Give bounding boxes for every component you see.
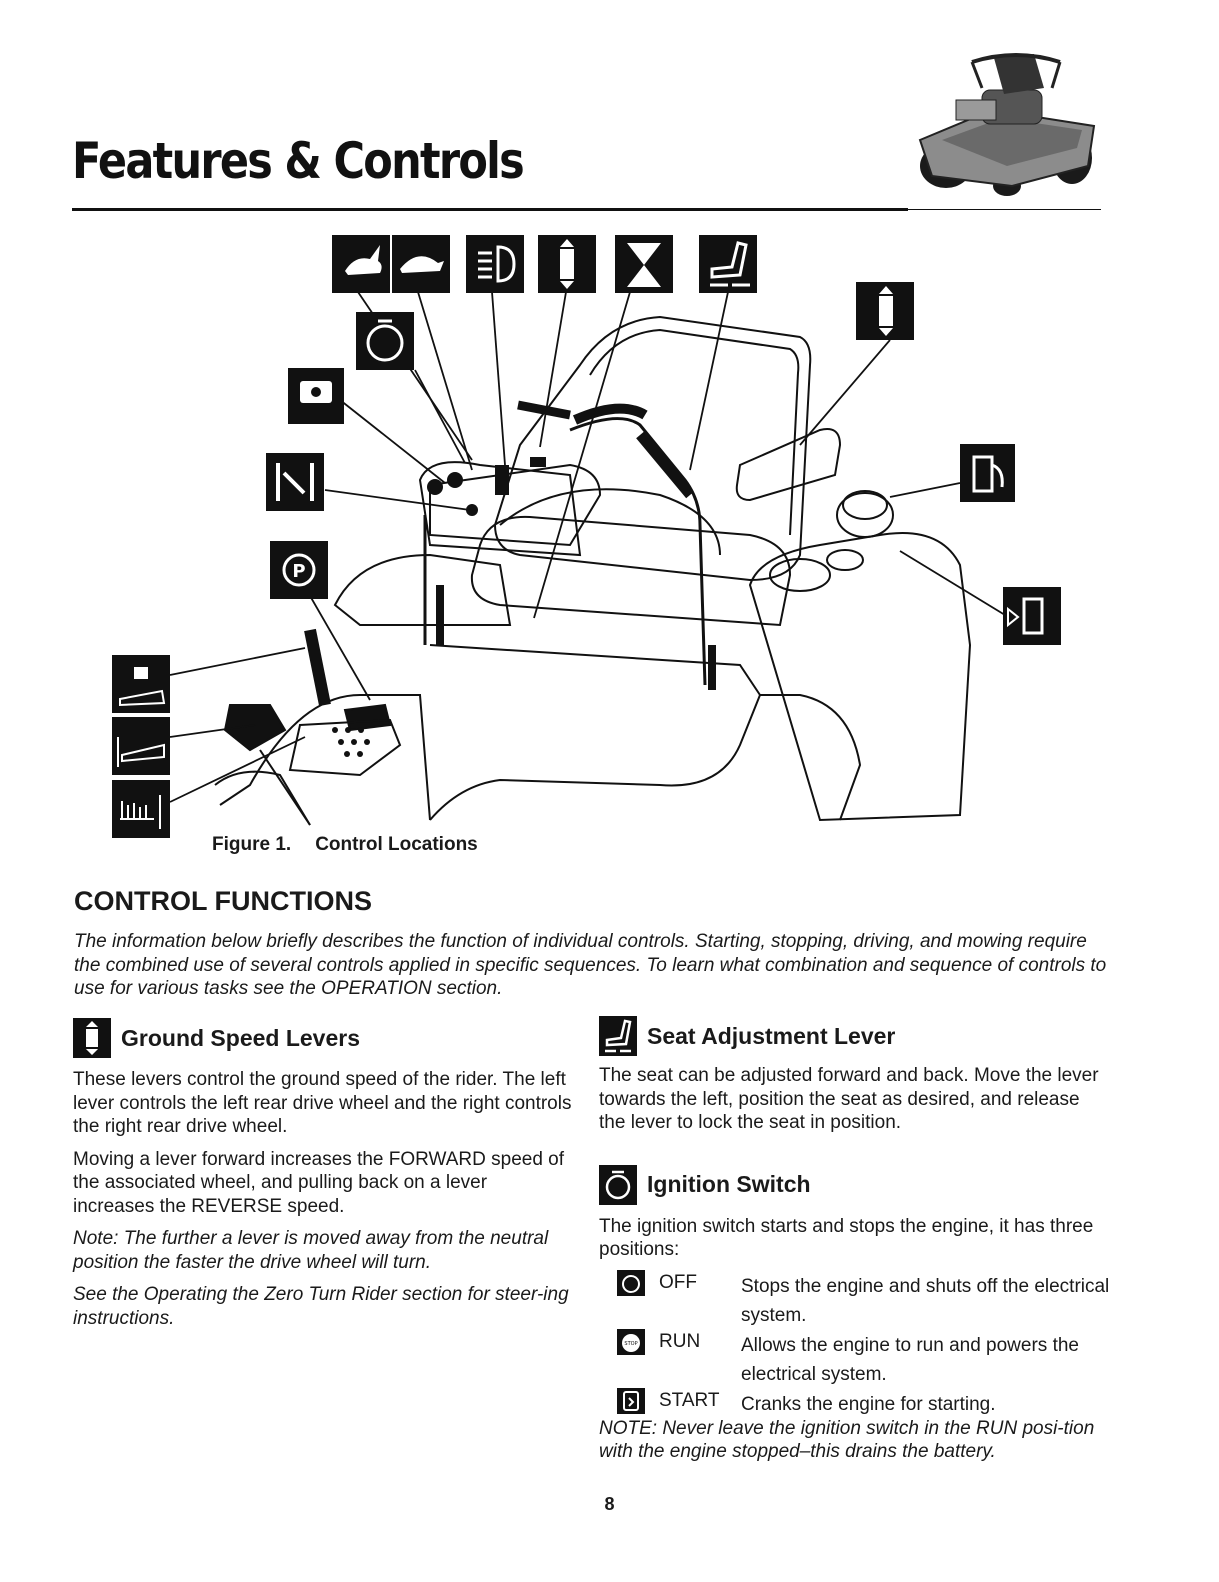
title-rule (72, 208, 908, 211)
seat-title: Seat Adjustment Lever (647, 1022, 896, 1049)
ignition-position-run: STOP RUN Allows the engine to run and po… (599, 1327, 1109, 1386)
ground-speed-icon (73, 1018, 111, 1058)
ignition-p1: The ignition switch starts and stops the… (599, 1215, 1094, 1261)
ignition-note: NOTE: Never leave the ignition switch in… (599, 1417, 1095, 1463)
position-description: Stops the engine and shuts off the elect… (741, 1275, 1110, 1326)
position-description: Allows the engine to run and powers the … (741, 1334, 1079, 1385)
ground-speed-see: See the Operating the Zero Turn Rider se… (73, 1284, 569, 1329)
svg-text:P: P (292, 561, 305, 582)
position-name: RUN (659, 1330, 701, 1352)
position-name: OFF (659, 1271, 697, 1293)
fuel-fill-icon (1003, 587, 1061, 645)
ground-speed-title: Ground Speed Levers (121, 1024, 361, 1051)
seat-adjust-icon (699, 235, 757, 293)
ground-speed-icon-right (856, 282, 914, 340)
seat-heading: Seat Adjustment Lever (599, 1016, 1109, 1056)
mower-illustration (918, 53, 1096, 196)
run-icon-text: STOP (624, 1341, 637, 1347)
run-icon: STOP (617, 1328, 645, 1355)
hourglass-icon (615, 235, 673, 293)
seat-p1: The seat can be adjusted forward and bac… (599, 1065, 1099, 1133)
ground-speed-p2: Moving a lever forward increases the FOR… (73, 1148, 565, 1217)
position-description: Cranks the engine for starting. (741, 1393, 996, 1415)
figure-title: Control Locations (315, 834, 478, 855)
ground-speed-section: Ground Speed Levers These levers control… (73, 1018, 573, 1330)
pto-icon (288, 368, 344, 424)
ignition-position-start: START Cranks the engine for starting. (599, 1386, 1109, 1415)
control-functions-heading: CONTROL FUNCTIONS (74, 886, 372, 916)
rabbit-icon (332, 235, 390, 293)
ignition-positions: OFF Stops the engine and shuts off the e… (599, 1268, 1109, 1415)
ignition-heading: Ignition Switch (599, 1164, 1109, 1205)
parking-brake-icon: P (270, 541, 328, 599)
ignition-title: Ignition Switch (647, 1171, 811, 1197)
ignition-icon (356, 312, 414, 370)
ignition-position-off: OFF Stops the engine and shuts off the e… (599, 1268, 1109, 1327)
ground-speed-p1: These levers control the ground speed of… (73, 1069, 572, 1137)
page-title: Features & Controls (72, 132, 525, 190)
control-functions-intro: The information below briefly describes … (74, 931, 1107, 999)
figure-number: Figure 1. (212, 834, 292, 855)
control-locations-figure: P (112, 235, 1061, 838)
cutting-height-icon (112, 780, 170, 838)
page-number: 8 (604, 1494, 615, 1514)
ignition-icon (599, 1164, 637, 1205)
deck-lift-icon (112, 717, 170, 775)
choke-icon (266, 453, 324, 511)
turtle-icon (392, 235, 450, 293)
ground-speed-heading: Ground Speed Levers (73, 1018, 573, 1058)
headlight-icon (466, 235, 524, 293)
fuel-gauge-icon (960, 444, 1015, 502)
deck-lock-icon (112, 655, 170, 713)
ground-speed-icon (538, 235, 596, 293)
right-column: Seat Adjustment Lever The seat can be ad… (599, 1016, 1109, 1464)
title-rule-extension (908, 209, 1101, 210)
start-icon (617, 1387, 645, 1414)
seat-adjust-icon (599, 1016, 637, 1056)
ground-speed-note: Note: The further a lever is moved away … (73, 1228, 549, 1273)
position-name: START (659, 1389, 720, 1411)
off-icon (617, 1269, 645, 1296)
figure-caption: Figure 1. Control Locations (212, 834, 478, 856)
